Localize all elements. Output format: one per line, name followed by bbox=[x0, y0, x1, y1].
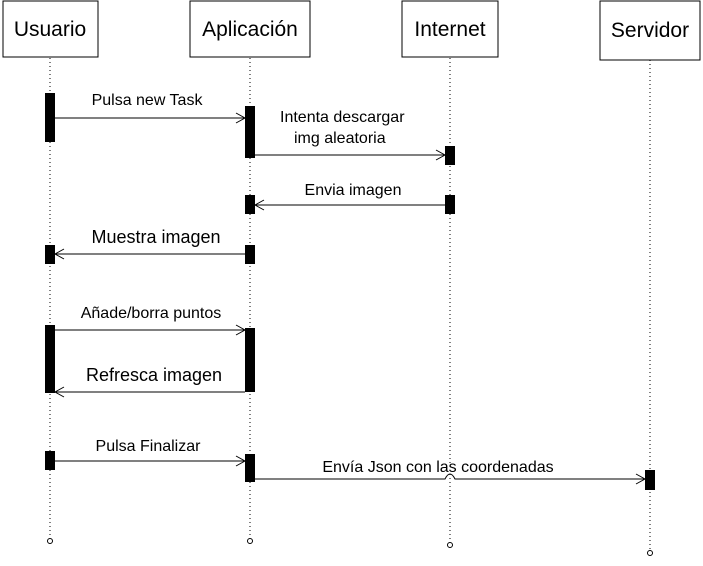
message-label: img aleatoria bbox=[294, 130, 386, 147]
arrow-head-icon bbox=[53, 248, 65, 260]
actor-box bbox=[599, 0, 701, 61]
actor-label: Aplicación bbox=[202, 18, 298, 41]
message-arrow-line bbox=[255, 473, 645, 480]
arrow-head-icon bbox=[53, 386, 65, 398]
activation-servidor bbox=[645, 470, 655, 490]
actor-box bbox=[189, 0, 311, 58]
activation-aplicacion bbox=[245, 195, 255, 214]
message-pulsa-finalizar: Pulsa Finalizar bbox=[55, 438, 247, 467]
message-label: Envía Json con las coordenadas bbox=[322, 459, 553, 476]
arrow-head-icon bbox=[235, 324, 247, 336]
activation-internet bbox=[445, 146, 455, 165]
message-intenta-descargar: Intenta descargar img aleatoria bbox=[255, 109, 447, 161]
message-envia-json: Envía Json con las coordenadas bbox=[255, 459, 647, 485]
lifeline-end-servidor bbox=[647, 550, 653, 556]
lifeline-end-usuario bbox=[47, 538, 53, 544]
actor-aplicacion: Aplicación bbox=[189, 0, 311, 58]
activation-usuario bbox=[45, 325, 55, 393]
arrow-head-icon bbox=[235, 112, 247, 124]
activation-internet bbox=[445, 195, 455, 214]
message-label: Añade/borra puntos bbox=[81, 305, 222, 322]
message-label: Pulsa new Task bbox=[92, 92, 204, 109]
message-pulsa-new-task: Pulsa new Task bbox=[55, 92, 247, 124]
actor-internet: Internet bbox=[401, 0, 499, 58]
message-label: Refresca imagen bbox=[86, 365, 222, 385]
lifeline-end-aplicacion bbox=[247, 538, 253, 544]
activation-aplicacion bbox=[245, 328, 255, 392]
actor-usuario: Usuario bbox=[2, 0, 99, 58]
message-label: Muestra imagen bbox=[91, 227, 220, 247]
arrow-head-icon bbox=[635, 473, 647, 485]
activation-aplicacion bbox=[245, 454, 255, 482]
actor-label: Internet bbox=[414, 18, 485, 41]
actor-box bbox=[2, 0, 99, 58]
message-label: Intenta descargar bbox=[280, 109, 405, 126]
message-envia-imagen: Envia imagen bbox=[253, 182, 445, 211]
message-anade-borra-puntos: Añade/borra puntos bbox=[55, 305, 247, 336]
arrow-head-icon bbox=[235, 455, 247, 467]
message-label: Pulsa Finalizar bbox=[96, 438, 202, 455]
actor-label: Servidor bbox=[611, 19, 689, 42]
actor-label: Usuario bbox=[14, 18, 86, 41]
message-label: Envia imagen bbox=[305, 182, 402, 199]
arrow-head-icon bbox=[253, 199, 265, 211]
message-muestra-imagen: Muestra imagen bbox=[53, 227, 245, 260]
activation-usuario bbox=[45, 93, 55, 142]
activation-usuario bbox=[45, 451, 55, 470]
activation-aplicacion bbox=[245, 245, 255, 264]
arrow-head-icon bbox=[435, 149, 447, 161]
lifeline-end-internet bbox=[447, 542, 453, 548]
activation-usuario bbox=[45, 245, 55, 264]
actor-box bbox=[401, 0, 499, 58]
activation-aplicacion bbox=[245, 106, 255, 158]
message-refresca-imagen: Refresca imagen bbox=[53, 365, 245, 398]
actor-servidor: Servidor bbox=[599, 0, 701, 61]
